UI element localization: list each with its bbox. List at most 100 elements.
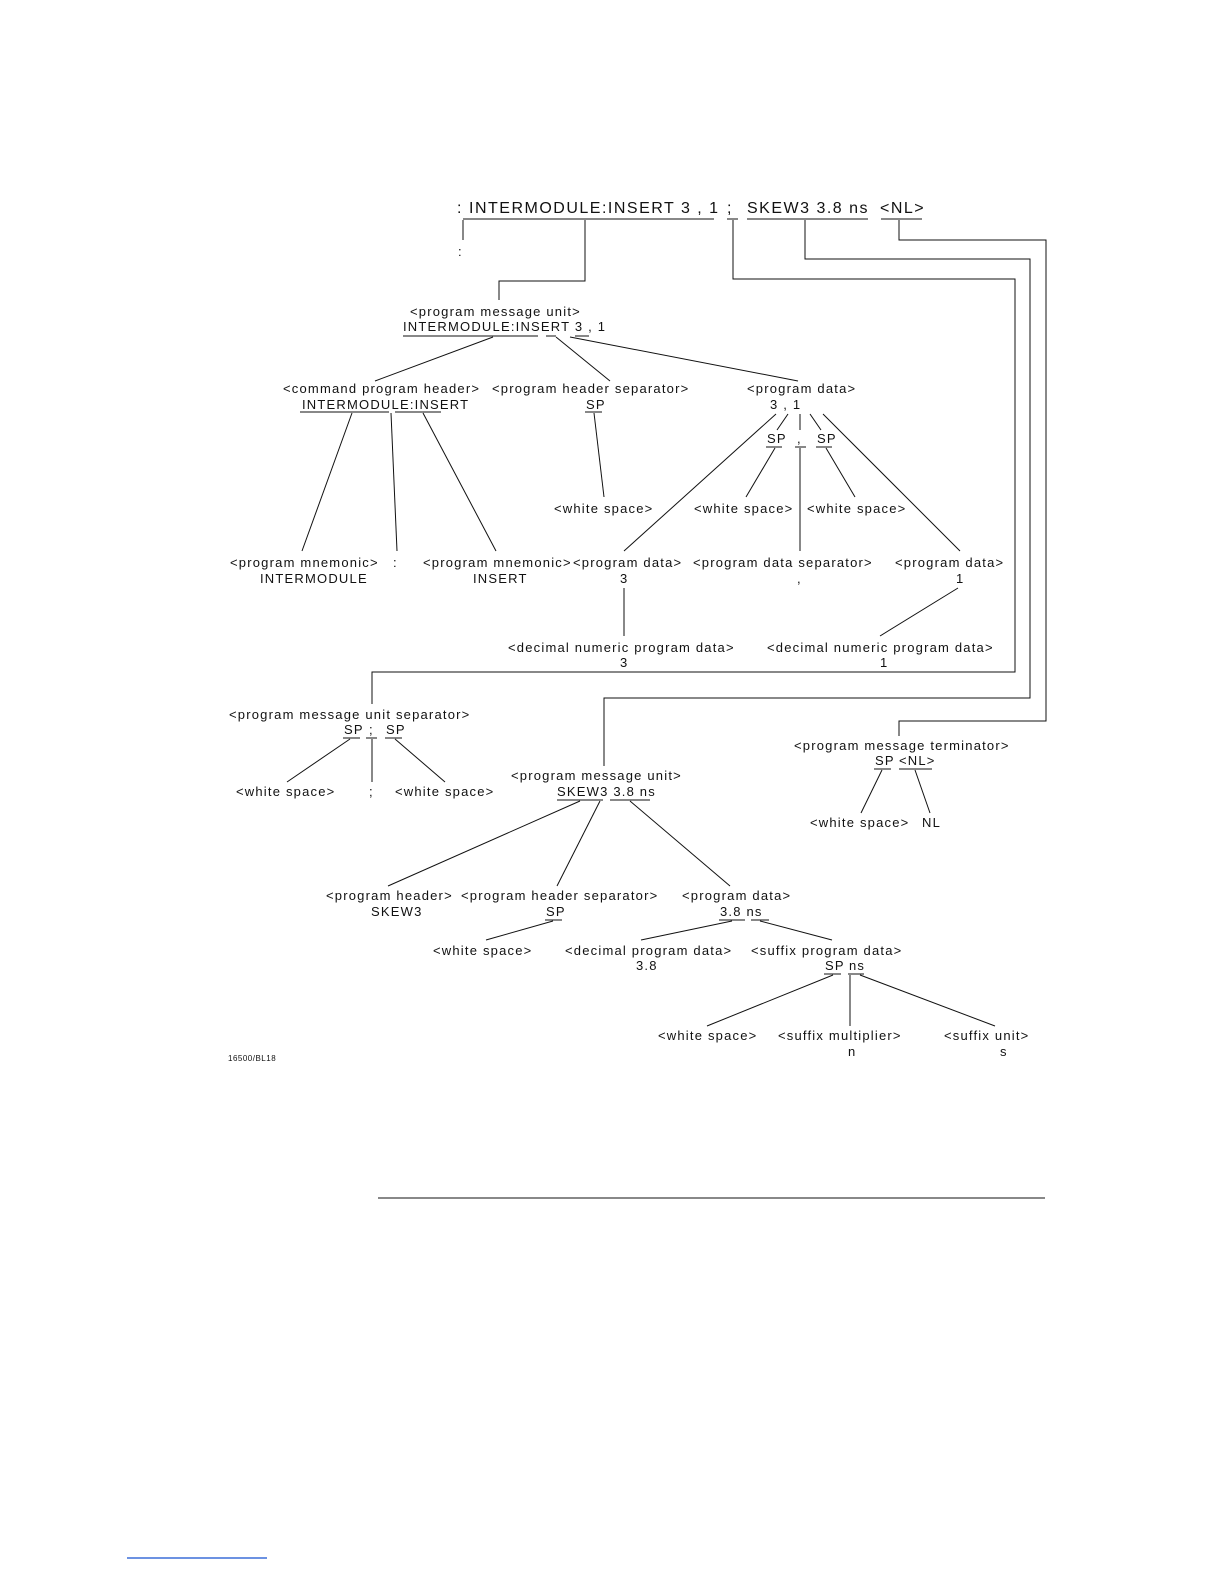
top-command: : INTERMODULE:INSERT 3 , 1 ; SKEW3 3.8 n… bbox=[457, 200, 925, 217]
node-suffix-multiplier: <suffix multiplier> n bbox=[778, 1028, 902, 1059]
phs2-label: <program header separator> bbox=[461, 888, 658, 903]
top-colon: : bbox=[457, 200, 463, 217]
phs1-label: <program header separator> bbox=[492, 381, 689, 396]
tree-connector-line bbox=[623, 413, 777, 552]
pd1-sp-1: SP bbox=[767, 431, 787, 446]
tree-connector-line bbox=[859, 974, 996, 1027]
node-decimal-numeric-1: <decimal numeric program data> 1 bbox=[767, 640, 994, 670]
tree-connector-line bbox=[759, 920, 833, 941]
top-unit1: INTERMODULE:INSERT 3 , 1 bbox=[469, 200, 720, 217]
mnem1-value: INTERMODULE bbox=[260, 571, 368, 586]
pd3-value: 3 bbox=[620, 571, 628, 586]
pmu1-value: INTERMODULE:INSERT 3 , 1 bbox=[403, 319, 606, 334]
tree-connector-line bbox=[387, 800, 581, 887]
tree-connector-line bbox=[745, 447, 776, 498]
tree-connector-line bbox=[390, 412, 398, 552]
spd-label: <suffix program data> bbox=[751, 943, 902, 958]
pmus-semicolon-leaf: ; bbox=[369, 784, 374, 799]
spd-sp: SP bbox=[825, 958, 845, 973]
pd-1-label: <program data> bbox=[895, 555, 1004, 570]
pd1-label: <program data> bbox=[747, 381, 856, 396]
sunit-value: s bbox=[1000, 1044, 1008, 1059]
tree-connector-line bbox=[776, 413, 789, 431]
spd-ns: ns bbox=[849, 958, 865, 973]
pmu2-value: SKEW3 3.8 ns bbox=[557, 784, 656, 799]
pmt-label: <program message terminator> bbox=[794, 738, 1010, 753]
cph-value: INTERMODULE:INSERT bbox=[302, 397, 469, 412]
pmt-nl-leaf: NL bbox=[922, 815, 941, 830]
node-decimal-numeric-3: <decimal numeric program data> 3 bbox=[508, 640, 735, 670]
pd-1-value: 1 bbox=[956, 571, 964, 586]
node-program-message-unit-separator: <program message unit separator> SP ; SP bbox=[229, 707, 470, 739]
tree-connector-line bbox=[422, 412, 497, 552]
dnpd3-value: 3 bbox=[620, 655, 628, 670]
tree-connector-line bbox=[593, 412, 605, 498]
phs2-white-space: <white space> bbox=[433, 943, 532, 958]
cph-label: <command program header> bbox=[283, 381, 480, 396]
node-decimal-program-data: <decimal program data> 3.8 bbox=[565, 943, 732, 973]
ph2-value: SKEW3 bbox=[371, 904, 423, 919]
node-program-data-2: <program data> 3.8 ns bbox=[682, 888, 791, 921]
node-program-message-terminator: <program message terminator> SP <NL> bbox=[794, 738, 1010, 770]
top-separator: ; bbox=[727, 200, 733, 217]
tree-connector-line bbox=[822, 413, 961, 552]
pd1-comma: , bbox=[797, 431, 802, 446]
tree-connector-line bbox=[879, 587, 959, 637]
pmt-nl: <NL> bbox=[899, 753, 936, 768]
node-program-header-2: <program header> SKEW3 bbox=[326, 888, 453, 919]
smult-value: n bbox=[848, 1044, 856, 1059]
connector-unit2 bbox=[603, 220, 1031, 766]
node-program-data-1: <program data> 3 , 1 bbox=[747, 381, 856, 412]
connector-separator bbox=[371, 220, 1016, 704]
node-program-data-separator: <program data separator> , bbox=[693, 555, 873, 586]
suffix-white-space: <white space> bbox=[658, 1028, 757, 1043]
node-program-mnemonic-1: <program mnemonic> INTERMODULE bbox=[230, 555, 379, 586]
ph2-label: <program header> bbox=[326, 888, 453, 903]
node-program-header-separator-2: <program header separator> SP bbox=[461, 888, 658, 921]
dnpd1-value: 1 bbox=[880, 655, 888, 670]
pd1-sp-2: SP bbox=[817, 431, 837, 446]
pd1-value: 3 , 1 bbox=[770, 397, 801, 412]
pmt-sp: SP bbox=[875, 753, 895, 768]
tree-connector-line bbox=[286, 738, 351, 783]
connector-unit1 bbox=[498, 220, 586, 300]
pmus-label: <program message unit separator> bbox=[229, 707, 470, 722]
top-terminator: <NL> bbox=[880, 200, 925, 217]
sunit-label: <suffix unit> bbox=[944, 1028, 1029, 1043]
dpd-label: <decimal program data> bbox=[565, 943, 732, 958]
tree-connector-line bbox=[706, 974, 834, 1027]
smult-label: <suffix multiplier> bbox=[778, 1028, 902, 1043]
phs2-value: SP bbox=[546, 904, 566, 919]
pd1-white-space-2: <white space> bbox=[807, 501, 906, 516]
dnpd3-label: <decimal numeric program data> bbox=[508, 640, 735, 655]
tree-connector-line bbox=[629, 800, 731, 887]
tree-connector-line bbox=[640, 920, 733, 941]
pmu2-label: <program message unit> bbox=[511, 768, 682, 783]
pd3-label: <program data> bbox=[573, 555, 682, 570]
pd2-value: 3.8 ns bbox=[720, 904, 763, 919]
tree-connector-line bbox=[556, 800, 601, 887]
tree-connector-line bbox=[301, 412, 353, 552]
node-program-data-3: <program data> 3 bbox=[573, 555, 682, 586]
pmus-sp-2: SP bbox=[386, 722, 406, 737]
top-unit2: SKEW3 3.8 ns bbox=[747, 200, 869, 217]
pd2-label: <program data> bbox=[682, 888, 791, 903]
pds-value: , bbox=[797, 571, 802, 586]
pmt-white-space: <white space> bbox=[810, 815, 909, 830]
node-program-data-1-value: <program data> 1 bbox=[895, 555, 1004, 586]
pds-label: <program data separator> bbox=[693, 555, 873, 570]
node-program-header-separator-1: <program header separator> SP bbox=[492, 381, 689, 413]
node-program-mnemonic-2: <program mnemonic> INSERT bbox=[423, 555, 571, 586]
figure-code: 16500/BL18 bbox=[228, 1054, 276, 1063]
pmu1-label: <program message unit> bbox=[410, 304, 581, 319]
node-suffix-unit: <suffix unit> s bbox=[944, 1028, 1029, 1059]
pmus-white-space-1: <white space> bbox=[236, 784, 335, 799]
mnem2-value: INSERT bbox=[473, 571, 528, 586]
node-suffix-program-data: <suffix program data> SP ns bbox=[751, 943, 902, 975]
dpd-value: 3.8 bbox=[636, 958, 658, 973]
dnpd1-label: <decimal numeric program data> bbox=[767, 640, 994, 655]
colon-separator: : bbox=[393, 555, 398, 570]
mnem1-label: <program mnemonic> bbox=[230, 555, 379, 570]
connector-terminator bbox=[898, 220, 1047, 736]
